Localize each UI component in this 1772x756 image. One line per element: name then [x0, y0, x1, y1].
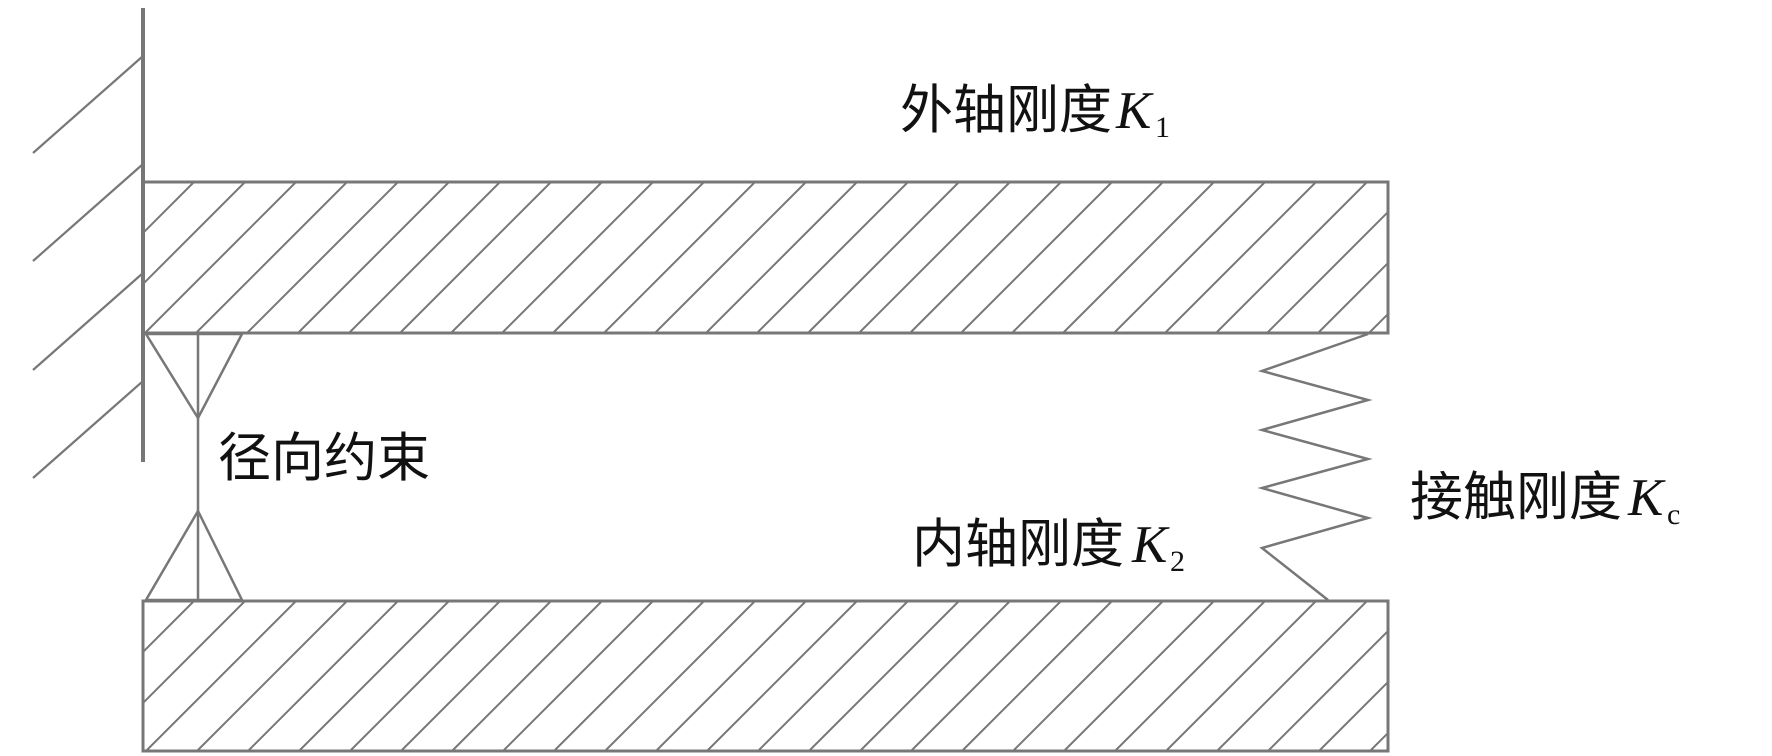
shaft-hatch-line — [400, 601, 552, 751]
shaft-hatch-line — [706, 601, 858, 751]
shaft-hatch-line — [1318, 680, 1388, 751]
contact-stiffness-text: 接触刚度 — [1410, 467, 1622, 528]
shaft-hatch-line — [247, 601, 399, 751]
outer-shaft-body — [141, 180, 1390, 335]
shaft-hatch-line — [1317, 261, 1388, 333]
shaft-hatch-line — [910, 601, 1062, 751]
upper-constraint-triangle — [143, 332, 245, 421]
shaft-hatch-line — [348, 182, 501, 333]
shaft-hatch-line — [859, 601, 1011, 751]
contact-stiffness-label: 接触刚度 K c — [1410, 467, 1680, 531]
shaft-hatch-line — [654, 182, 807, 333]
shaft-hatch-line — [144, 182, 297, 333]
shaft-hatch-line — [297, 182, 450, 333]
shaft-hatch-line — [502, 601, 654, 751]
contact-spring — [1257, 332, 1373, 601]
shaft-hatch-line — [960, 182, 1113, 333]
shaft-hatch-line — [143, 182, 246, 286]
shaft-hatch-line — [655, 601, 807, 751]
spring-zigzag — [1257, 332, 1373, 601]
contact-stiffness-symbol: K — [1627, 469, 1666, 527]
radial-constraint — [143, 332, 245, 602]
shaft-hatch-line — [143, 601, 195, 654]
outer-shaft — [141, 180, 1571, 335]
inner-shaft-hatching — [143, 601, 1571, 751]
lower-constraint-triangle — [143, 508, 245, 602]
shaft-hatch-line — [1113, 182, 1266, 333]
contact-stiffness-subscript: c — [1667, 498, 1680, 531]
shaft-hatch-line — [1062, 182, 1215, 333]
shaft-hatch-line — [298, 601, 450, 751]
shaft-hatch-line — [553, 601, 705, 751]
shaft-hatch-line — [399, 182, 552, 333]
shaft-hatch-line — [603, 182, 756, 333]
inner-shaft-body — [141, 599, 1390, 753]
shaft-hatch-line — [1063, 601, 1215, 751]
shaft-hatch-line — [143, 182, 195, 235]
shaft-hatch-line — [246, 182, 399, 333]
inner-shaft-stiffness-label: 内轴刚度 K 2 — [912, 514, 1185, 578]
shaft-hatch-line — [705, 182, 858, 333]
outer-shaft-stiffness-subscript: 1 — [1155, 111, 1170, 144]
fixed-wall — [32, 8, 145, 479]
shaft-hatch-line — [807, 182, 960, 333]
inner-shaft — [141, 599, 1571, 753]
shaft-hatch-line — [1012, 601, 1164, 751]
inner-shaft-stiffness-text: 内轴刚度 — [912, 514, 1124, 575]
shaft-hatch-line — [195, 182, 348, 333]
shaft-hatch-line — [909, 182, 1062, 333]
shaft-hatch-line — [604, 601, 756, 751]
shaft-hatch-line — [143, 601, 144, 603]
inner-shaft-stiffness-symbol: K — [1131, 516, 1170, 574]
shaft-hatch-line — [145, 601, 297, 751]
shaft-hatch-line — [756, 182, 909, 333]
wall-hatch-line — [32, 272, 144, 371]
shaft-hatch-line — [1164, 182, 1317, 333]
shaft-hatch-line — [858, 182, 1011, 333]
radial-constraint-text: 径向约束 — [218, 428, 430, 489]
shaft-hatch-line — [349, 601, 501, 751]
shaft-hatch-line — [1421, 601, 1571, 751]
shaft-hatch-line — [1369, 731, 1388, 751]
shaft-hatch-line — [1420, 182, 1571, 333]
inner-shaft-stiffness-subscript: 2 — [1170, 545, 1185, 578]
shaft-hatch-line — [552, 182, 705, 333]
wall-hatch-line — [32, 55, 144, 154]
shaft-hatch-line — [1267, 629, 1388, 751]
outer-shaft-stiffness-label: 外轴刚度 K 1 — [900, 80, 1170, 144]
shaft-hatch-line — [1368, 312, 1388, 333]
shaft-hatch-line — [501, 182, 654, 333]
shaft-hatch-line — [451, 601, 603, 751]
shaft-hatch-line — [1011, 182, 1164, 333]
shaft-hatch-line — [196, 601, 348, 751]
outer-shaft-stiffness-text: 外轴刚度 — [900, 80, 1112, 141]
shaft-hatch-line — [1114, 601, 1266, 751]
shaft-hatch-line — [1216, 601, 1368, 751]
shaft-hatch-line — [143, 601, 246, 705]
shaft-hatch-line — [450, 182, 603, 333]
wall-hatch-line — [32, 380, 144, 479]
radial-constraint-label: 径向约束 — [218, 428, 430, 489]
wall-hatch-line — [32, 163, 144, 262]
shaft-hatch-line — [1165, 601, 1317, 751]
outer-shaft-hatching — [143, 182, 1571, 333]
shaft-hatch-line — [808, 601, 960, 751]
outer-shaft-stiffness-symbol: K — [1115, 82, 1154, 140]
shaft-hatch-line — [143, 182, 144, 184]
shaft-hatch-line — [961, 601, 1113, 751]
shaft-hatch-line — [757, 601, 909, 751]
shaft-hatch-line — [1266, 210, 1388, 333]
shaft-hatch-line — [1215, 182, 1368, 333]
